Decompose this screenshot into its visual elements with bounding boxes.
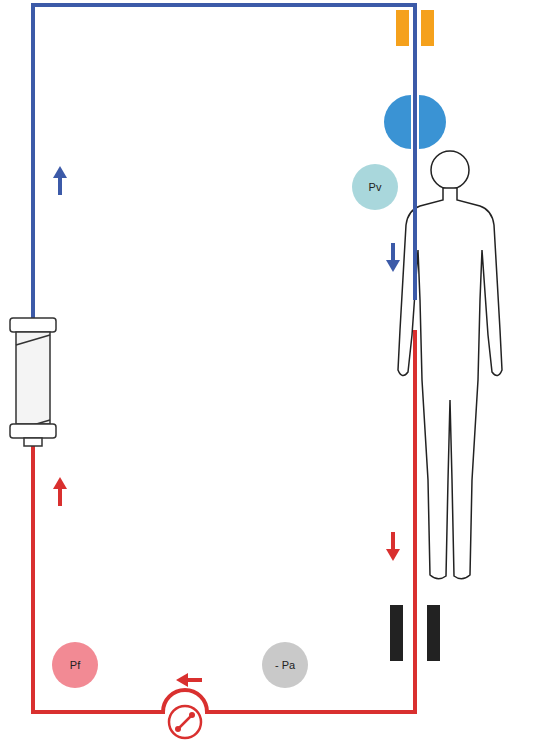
pressure-sensor: Pv	[352, 164, 398, 210]
venous-line	[33, 5, 415, 318]
pressure-sensor: Pf	[52, 642, 98, 688]
sensor-label: Pf	[70, 659, 80, 671]
sensor-label: - Pa	[275, 659, 295, 671]
arterial-clamp	[427, 605, 440, 661]
flow-arrow	[53, 166, 400, 687]
sensor-label: Pv	[369, 181, 382, 193]
venous-clamp	[421, 10, 434, 46]
filter	[10, 318, 56, 446]
blood-pump	[169, 706, 201, 738]
air-detector	[384, 95, 411, 149]
air-detector	[419, 95, 446, 149]
venous-clamp	[396, 10, 409, 46]
arterial-line	[33, 330, 415, 712]
arterial-clamp	[390, 605, 403, 661]
pressure-sensor: - Pa	[262, 642, 308, 688]
